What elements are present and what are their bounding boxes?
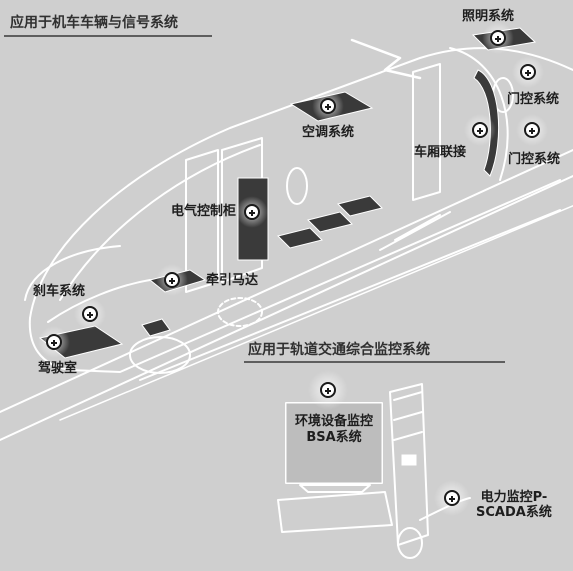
window-1 [286, 167, 308, 205]
door-control-top-hotspot[interactable] [520, 64, 536, 80]
vehicle-section-title: 应用于机车车辆与信号系统 [10, 15, 178, 31]
coupler-unit [141, 318, 171, 337]
train-lamp [47, 279, 151, 323]
car-coupling-hotspot[interactable] [472, 122, 488, 138]
scada-label-line1: 电力监控P- [480, 490, 548, 505]
door-control-top-label: 门控系统 [507, 92, 560, 107]
air-conditioning-hotspot[interactable] [320, 98, 336, 114]
train-window-band [59, 144, 261, 301]
rear-bogie [379, 211, 451, 251]
battery-box-3 [337, 195, 383, 217]
front-bogie [129, 336, 191, 374]
pc-tower-outline [389, 383, 429, 546]
rail-line-3 [59, 205, 573, 421]
tower-power-light [401, 454, 417, 466]
gangway-outline [449, 47, 509, 181]
traction-motor-label: 牵引马达 [206, 273, 259, 288]
pantograph [350, 38, 422, 80]
monitor-screen [285, 402, 383, 484]
brake-system-hotspot[interactable] [82, 306, 98, 322]
air-conditioning-label: 空调系统 [302, 125, 355, 140]
scada-label: 电力监控P- SCADA系统 [476, 490, 552, 520]
lighting-hotspot[interactable] [490, 30, 506, 46]
gangway-bellows [473, 69, 500, 177]
bsa-label-line1: 环境设备监控 [294, 414, 373, 429]
brake-system-label: 刹车系统 [33, 284, 86, 299]
lighting-label: 照明系统 [462, 9, 515, 24]
train-nose [24, 245, 121, 301]
bsa-label-line2: BSA系统 [306, 430, 362, 445]
electrical-cabinet-hotspot[interactable] [244, 204, 260, 220]
bsa-hotspot[interactable] [320, 382, 336, 398]
door-1 [185, 149, 219, 293]
monitor-stand [299, 484, 371, 493]
rail-line-2 [0, 175, 573, 441]
door-3 [412, 63, 441, 201]
scada-hotspot[interactable] [444, 490, 460, 506]
bsa-label: 环境设备监控 BSA系统 [286, 414, 382, 446]
cab-label: 驾驶室 [38, 361, 78, 376]
mouse [397, 527, 423, 559]
door-control-bottom-hotspot[interactable] [524, 122, 540, 138]
train-skirt [139, 209, 561, 381]
scada-label-line2: SCADA系统 [476, 505, 552, 520]
train-bottom [28, 179, 561, 373]
battery-box-2 [307, 211, 353, 233]
traction-motor-hotspot[interactable] [164, 272, 180, 288]
door-control-bottom-label: 门控系统 [508, 152, 561, 167]
door-2 [221, 137, 263, 283]
car-coupling-label: 车厢联接 [414, 145, 467, 160]
train-roof [29, 47, 573, 319]
cab-hotspot[interactable] [46, 334, 62, 350]
keyboard-outline [277, 491, 393, 533]
monitoring-section-title: 应用于轨道交通综合监控系统 [248, 342, 430, 358]
electrical-cabinet-label: 电气控制柜 [171, 204, 237, 219]
motor-bogie [217, 297, 263, 327]
rail-line-1 [0, 149, 573, 413]
drive-bays [393, 391, 423, 441]
battery-box-1 [277, 227, 323, 249]
